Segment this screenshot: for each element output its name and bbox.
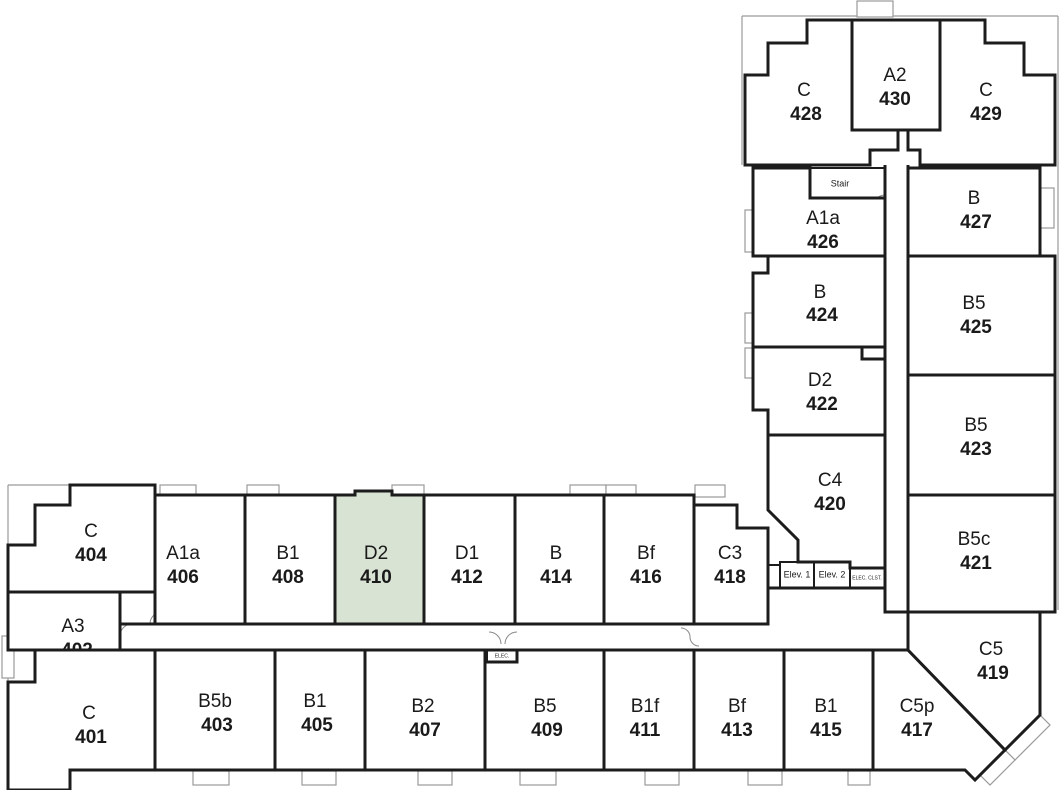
unit-427-number: 427 — [960, 212, 992, 233]
unit-403-number: 403 — [201, 715, 233, 736]
unit-426-number: 426 — [807, 232, 839, 253]
unit-422[interactable]: D2 422 — [751, 345, 887, 437]
unit-406[interactable]: A1a 406 — [153, 493, 247, 626]
unit-401-type: C — [82, 703, 96, 724]
unit-428-type: C — [797, 80, 811, 101]
unit-423-type: B5 — [964, 415, 987, 436]
unit-408[interactable]: B1 408 — [243, 493, 337, 626]
unit-409-type: B5 — [533, 696, 556, 717]
unit-417-type: C5p — [900, 696, 935, 717]
unit-405-number: 405 — [301, 715, 333, 736]
unit-430-type: A2 — [883, 65, 906, 86]
elevator-2-label: Elev. 2 — [819, 569, 846, 579]
unit-410[interactable]: D2 410 — [333, 489, 426, 626]
unit-424-type: B — [814, 282, 827, 303]
unit-413-type: Bf — [728, 696, 747, 717]
elevator-1-label: Elev. 1 — [784, 569, 811, 579]
unit-404[interactable]: C 404 — [6, 483, 157, 594]
unit-403[interactable]: B5b 403 — [153, 648, 277, 772]
stair-north-label: Stair — [831, 178, 850, 188]
unit-411-number: 411 — [630, 720, 661, 741]
unit-427[interactable]: B 427 — [906, 166, 1042, 258]
unit-427-type: B — [968, 188, 981, 209]
unit-421[interactable]: B5c 421 — [906, 493, 1057, 614]
unit-429-number: 429 — [970, 104, 1002, 125]
unit-411[interactable]: B1f 411 — [602, 648, 696, 772]
unit-420-type: C4 — [818, 470, 843, 491]
unit-425[interactable]: B5 425 — [906, 254, 1057, 377]
corridors — [120, 165, 910, 652]
unit-426-type: A1a — [806, 208, 840, 229]
unit-401-number: 401 — [75, 727, 107, 748]
unit-428-number: 428 — [790, 104, 822, 125]
unit-412[interactable]: D1 412 — [422, 493, 517, 626]
unit-409[interactable]: B5 409 — [483, 648, 606, 772]
unit-425-number: 425 — [960, 317, 992, 338]
unit-405[interactable]: B1 405 — [273, 648, 367, 772]
units: C 404 A3 402 C 401 A1a 406 B1 408 D2 410 — [6, 18, 1057, 790]
unit-430-number: 430 — [879, 89, 911, 110]
unit-407-type: B2 — [411, 696, 434, 717]
unit-402-type: A3 — [61, 616, 84, 637]
unit-420[interactable]: C4 420 — [766, 433, 887, 570]
unit-405-type: B1 — [303, 691, 326, 712]
unit-416-type: Bf — [637, 543, 656, 564]
unit-401[interactable]: C 401 — [6, 648, 157, 790]
unit-417[interactable]: C5p 417 — [871, 648, 1008, 783]
unit-424-number: 424 — [806, 305, 838, 326]
unit-415-number: 415 — [810, 720, 842, 741]
unit-406-type: A1a — [166, 543, 200, 564]
unit-407-number: 407 — [409, 720, 441, 741]
unit-411-type: B1f — [631, 696, 660, 717]
unit-419-number: 419 — [977, 663, 1009, 684]
unit-404-number: 404 — [75, 545, 107, 566]
unit-406-number: 406 — [167, 567, 199, 588]
unit-414[interactable]: B 414 — [513, 493, 606, 626]
unit-425-type: B5 — [962, 293, 985, 314]
unit-422-type: D2 — [808, 370, 832, 391]
unit-417-number: 417 — [901, 720, 933, 741]
unit-430[interactable]: A2 430 — [850, 18, 942, 132]
unit-418-type: C3 — [718, 543, 742, 564]
unit-409-number: 409 — [531, 720, 563, 741]
janitor-closet — [767, 564, 781, 589]
unit-419-type: C5 — [979, 639, 1003, 660]
unit-422-number: 422 — [806, 394, 838, 415]
unit-429[interactable]: C 429 — [906, 18, 1057, 167]
unit-418-number: 418 — [714, 567, 746, 588]
unit-414-type: B — [550, 543, 563, 564]
unit-416[interactable]: Bf 416 — [602, 493, 696, 626]
elevator-2 — [813, 561, 851, 589]
unit-423-number: 423 — [960, 439, 992, 460]
unit-412-number: 412 — [451, 567, 483, 588]
unit-424[interactable]: B 424 — [751, 254, 887, 349]
unit-414-number: 414 — [540, 567, 572, 588]
unit-415[interactable]: B1 415 — [782, 648, 875, 772]
unit-404-type: C — [84, 521, 98, 542]
unit-408-number: 408 — [272, 567, 304, 588]
unit-413-number: 413 — [721, 720, 753, 741]
unit-408-type: B1 — [276, 543, 299, 564]
unit-410-type: D2 — [364, 543, 388, 564]
unit-421-type: B5c — [958, 529, 991, 550]
unit-429-type: C — [979, 80, 993, 101]
unit-420-number: 420 — [814, 494, 846, 515]
electrical-closet-label: ELEC. CLST. — [852, 575, 881, 581]
unit-407[interactable]: B2 407 — [363, 648, 487, 772]
unit-413[interactable]: Bf 413 — [692, 648, 786, 772]
unit-418[interactable]: C3 418 — [692, 503, 770, 626]
unit-416-number: 416 — [630, 567, 662, 588]
unit-421-number: 421 — [960, 553, 992, 574]
unit-426[interactable]: A1a 426 — [751, 166, 887, 258]
unit-403-type: B5b — [198, 691, 232, 712]
unit-410-number: 410 — [360, 567, 392, 588]
unit-412-type: D1 — [455, 543, 479, 564]
electrical-room-label: ELEC. — [495, 653, 509, 659]
unit-415-type: B1 — [814, 696, 837, 717]
unit-423[interactable]: B5 423 — [906, 373, 1057, 497]
